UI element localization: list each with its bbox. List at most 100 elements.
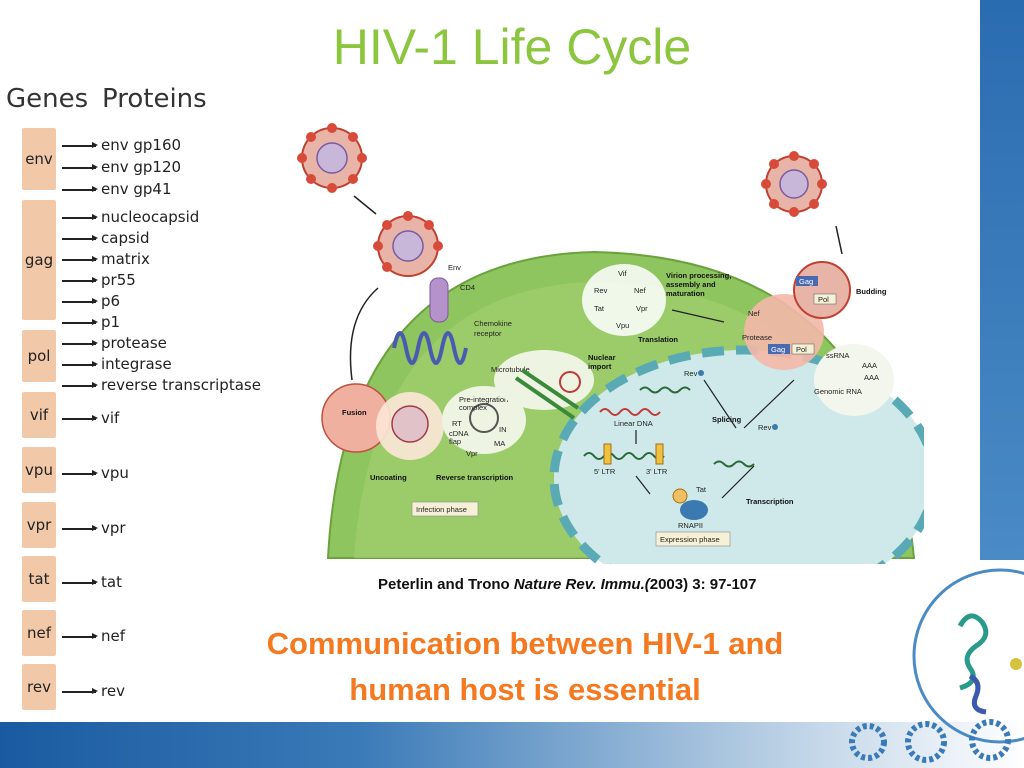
arrow-icon [62, 214, 98, 220]
preintegration-label-2: complex [459, 403, 487, 412]
arrow-icon [62, 319, 98, 325]
virion-processing-label-3: maturation [666, 289, 705, 298]
ltr3-label: 3' LTR [646, 467, 668, 476]
vpr-bubble-label: Vpr [636, 304, 648, 313]
infection-phase-box [411, 501, 479, 517]
expression-phase-box [655, 531, 731, 547]
arrow-icon [62, 256, 98, 262]
linear-dna-label: Linear DNA [614, 419, 653, 428]
ltr5-label: 5' LTR [594, 467, 616, 476]
arrow-icon [62, 525, 98, 531]
genomic-rna-zone [814, 344, 894, 416]
citation: Peterlin and Trono Nature Rev. Immu.(200… [378, 576, 757, 593]
message-line-1: Communication between HIV-1 and [266, 626, 784, 661]
nef-label: Nef [748, 309, 761, 318]
arrow-icon [62, 235, 98, 241]
gene-box-vpr: vpr [22, 502, 56, 548]
transcription-label: Transcription [746, 497, 794, 506]
cd4-receptor [429, 277, 449, 323]
arrow-icon [62, 579, 98, 585]
env-label: Env [448, 263, 461, 272]
budding-virion [793, 261, 851, 319]
virion-top-left [297, 123, 367, 193]
gene-box-env: env [22, 128, 56, 190]
ma-label: MA [494, 439, 505, 448]
virion-binding [373, 211, 443, 277]
rnapii [680, 500, 708, 520]
arrow-icon [62, 470, 98, 476]
uncoating-label: Uncoating [370, 473, 407, 482]
gene-box-nef: nef [22, 610, 56, 656]
rev-bubble-label: Rev [594, 286, 608, 295]
arrow-icon [62, 164, 98, 170]
aaa1-label: AAA [862, 361, 877, 370]
arrow-icon [62, 633, 98, 639]
pol-low-box [791, 343, 815, 355]
protein-label: vpu [101, 464, 129, 482]
pol-top-box [813, 293, 837, 305]
protein-label: env gp41 [101, 180, 172, 198]
vpu-bubble-label: Vpu [616, 321, 629, 330]
rnapii-label: RNAPII [678, 521, 703, 530]
proteins-header: Proteins [102, 84, 207, 114]
aaa2-label: AAA [864, 373, 879, 382]
chemokine-receptor [392, 331, 468, 365]
protein-label: capsid [101, 229, 150, 247]
budding-label: Budding [856, 287, 887, 296]
protein-label: p1 [101, 313, 121, 331]
infection-phase-label: Infection phase [416, 505, 467, 514]
protein-label: vif [101, 409, 120, 427]
right-accent-bar [980, 0, 1024, 560]
message-line-2: human host is essential [349, 672, 701, 707]
nuclear-import-label-1: Nuclear [588, 353, 616, 362]
genomic-rna-label: Genomic RNA [814, 387, 862, 396]
in-label: IN [499, 425, 507, 434]
protein-label: pr55 [101, 271, 136, 289]
gag-low-label: Gag [771, 345, 785, 354]
protein-label: nef [101, 627, 126, 645]
tat-bubble-label: Tat [594, 304, 605, 313]
protein-label: reverse transcriptase [101, 376, 261, 394]
arrow-icon [62, 142, 98, 148]
pol-top-label: Pol [818, 295, 829, 304]
protein-label: env gp160 [101, 136, 182, 154]
linear-dna [599, 408, 661, 416]
protein-label: rev [101, 682, 125, 700]
vpr-label: Vpr [466, 449, 478, 458]
protein-structure-graphic [849, 568, 1024, 763]
gene-box-rev: rev [22, 664, 56, 710]
rev-label: Rev [684, 369, 698, 378]
protein-label: env gp120 [101, 158, 182, 176]
arrow-icon [62, 186, 98, 192]
arrow-icon [62, 340, 98, 346]
reverse-transcription-label: Reverse transcription [436, 473, 514, 482]
protein-label: vpr [101, 519, 126, 537]
protein-label: integrase [101, 355, 172, 373]
cdna-flap-label-2: flap [449, 437, 461, 446]
splicing-label: Splicing [712, 415, 742, 424]
translation-label: Translation [638, 335, 678, 344]
protein-label: protease [101, 334, 167, 352]
protein-label: matrix [101, 250, 150, 268]
ssrna-label: ssRNA [826, 351, 849, 360]
rev-nucleus-label: Rev [758, 423, 772, 432]
gene-box-gag: gag [22, 200, 56, 320]
arrow-icon [62, 298, 98, 304]
arrow-icon [62, 382, 98, 388]
arrow-icon [62, 361, 98, 367]
genes-header: Genes [6, 84, 89, 114]
protein-label: nucleocapsid [101, 208, 200, 226]
rt-label: RT [452, 419, 462, 428]
slide-title: HIV-1 Life Cycle [332, 19, 692, 75]
protein-label: tat [101, 573, 122, 591]
chemokine-label-1: Chemokine [474, 319, 512, 328]
virion-released [761, 151, 827, 217]
accessory-proteins-bubble [582, 264, 666, 336]
gene-box-vpu: vpu [22, 447, 56, 493]
vif-label: Vif [618, 269, 628, 278]
arrow-icon [62, 688, 98, 694]
fusion-label: Fusion [342, 408, 367, 417]
gag-low-box [768, 344, 790, 354]
gene-box-vif: vif [22, 392, 56, 438]
protease-label: Protease [742, 333, 772, 342]
